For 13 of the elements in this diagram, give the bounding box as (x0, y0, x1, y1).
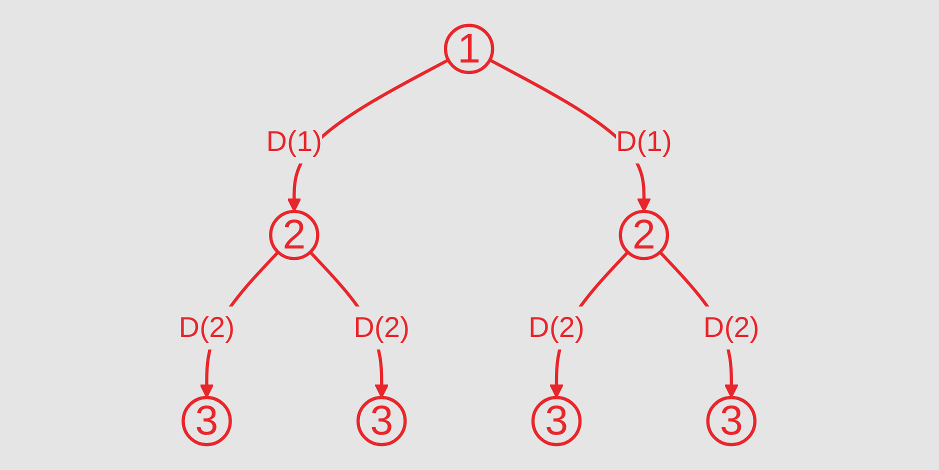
node-circle: 3 (532, 396, 582, 446)
node-circle: 3 (182, 396, 232, 446)
edge-label: D(2) (179, 311, 236, 344)
node-circle: 3 (706, 396, 757, 446)
edge-label: D(1) (266, 125, 323, 158)
node-circle: 2 (269, 210, 320, 260)
edge-label: D(2) (704, 311, 760, 344)
edge-label: D(2) (354, 311, 410, 344)
node-circle: 1 (444, 24, 495, 74)
edge-label: D(2) (528, 311, 585, 344)
edge-label: D(1) (616, 125, 672, 158)
node-circle: 2 (619, 210, 670, 260)
node-circle: 3 (356, 396, 408, 446)
